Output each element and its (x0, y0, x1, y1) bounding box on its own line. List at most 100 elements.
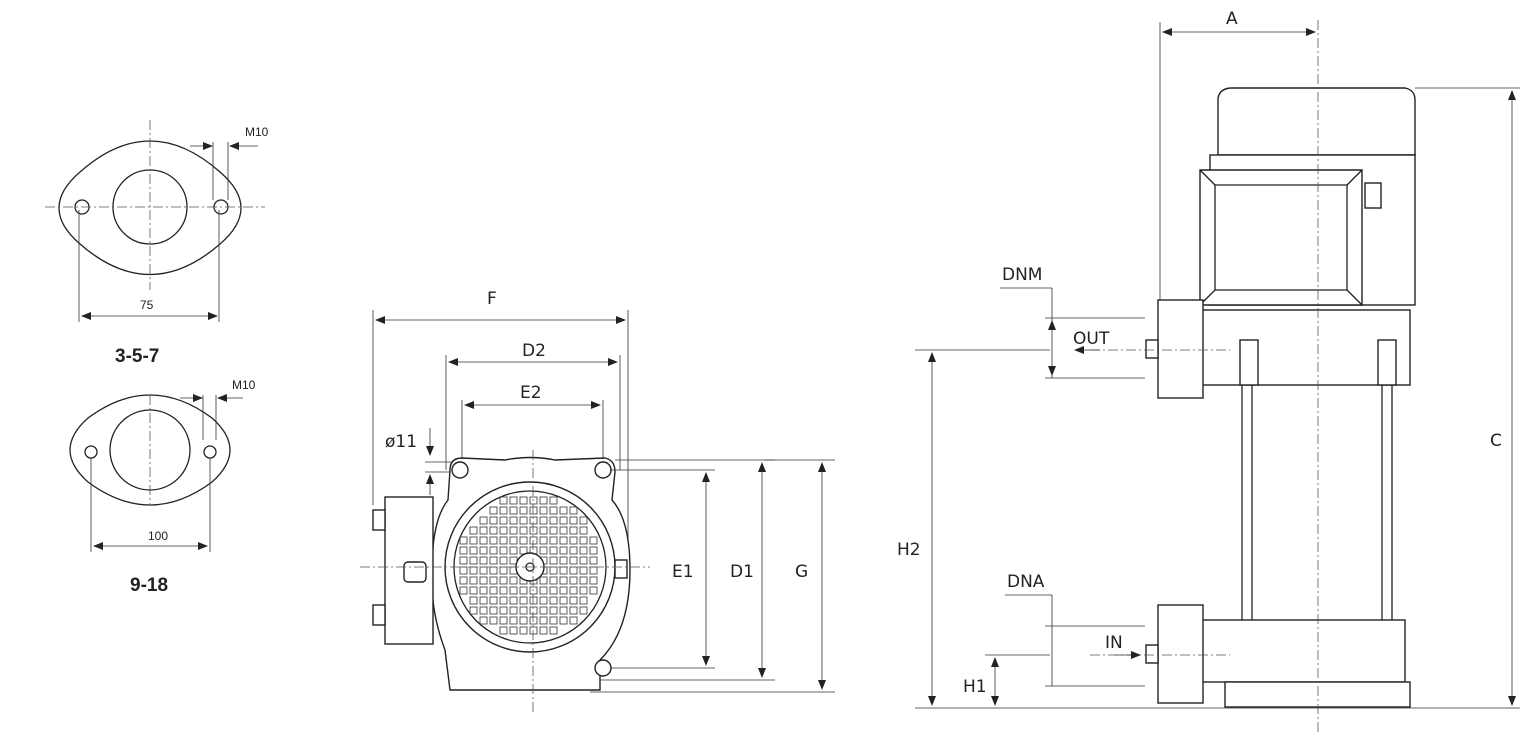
grille-cell (509, 576, 518, 585)
grille-cell (509, 506, 518, 515)
grille-cell (459, 546, 468, 555)
grille-cell (529, 496, 538, 505)
grille-cell (509, 496, 518, 505)
grille-cell (509, 526, 518, 535)
grille-cell (569, 576, 578, 585)
grille-cell (589, 566, 598, 575)
grille-cell (549, 496, 558, 505)
grille-cell (499, 496, 508, 505)
flange-small-models-label: 3-5-7 (115, 346, 159, 367)
grille-cell (549, 626, 558, 635)
grille-cell (539, 496, 548, 505)
grille-cell (549, 556, 558, 565)
grille-cell (479, 526, 488, 535)
grille-cell (569, 546, 578, 555)
grille-cell (579, 546, 588, 555)
outlet-label: OUT (1073, 329, 1110, 349)
grille-cell (519, 536, 528, 545)
grille-cell (549, 506, 558, 515)
grille-cell (559, 526, 568, 535)
grille-cell (589, 556, 598, 565)
grille-cell (489, 506, 498, 515)
grille-cell (459, 586, 468, 595)
dim-E1-label: E1 (672, 562, 694, 582)
grille-cell (539, 506, 548, 515)
grille-cell (579, 586, 588, 595)
flange-large-thread-label: M10 (232, 378, 256, 392)
grille-cell (549, 526, 558, 535)
grille-cell (519, 516, 528, 525)
grille-cell (539, 626, 548, 635)
grille-cell (479, 616, 488, 625)
grille-cell (489, 516, 498, 525)
grille-cell (509, 596, 518, 605)
flange-large-drawing: M10 100 9-18 (69, 378, 256, 596)
grille-cell (479, 516, 488, 525)
grille-cell (569, 616, 578, 625)
grille-cell (589, 536, 598, 545)
dim-H1-label: H1 (963, 677, 987, 697)
grille-cell (559, 516, 568, 525)
grille-cell (499, 596, 508, 605)
grille-cell (529, 606, 538, 615)
grille-cell (549, 576, 558, 585)
grille-cell (509, 546, 518, 555)
grille-cell (509, 536, 518, 545)
grille-cell (509, 626, 518, 635)
grille-cell (509, 516, 518, 525)
grille-cell (589, 546, 598, 555)
grille-cell (579, 596, 588, 605)
grille-cell (479, 536, 488, 545)
grille-cell (569, 596, 578, 605)
grille-cell (469, 536, 478, 545)
grille-cell (569, 606, 578, 615)
grille-cell (539, 606, 548, 615)
grille-cell (549, 606, 558, 615)
pump-side-view: A DNM OUT (897, 9, 1520, 735)
grille-cell (549, 616, 558, 625)
grille-cell (539, 516, 548, 525)
grille-cell (569, 516, 578, 525)
grille-cell (579, 576, 588, 585)
grille-cell (489, 616, 498, 625)
grille-cell (529, 626, 538, 635)
grille-cell (519, 506, 528, 515)
grille-cell (529, 616, 538, 625)
grille-cell (559, 506, 568, 515)
grille-cell (469, 596, 478, 605)
grille-cell (489, 596, 498, 605)
flange-large-models-label: 9-18 (130, 575, 168, 596)
flange-large-spacing-label: 100 (148, 529, 168, 543)
grille-cell (479, 556, 488, 565)
grille-cell (499, 556, 508, 565)
dim-DNM-label: DNM (1002, 265, 1042, 285)
dim-A-label: A (1226, 9, 1238, 29)
grille-cell (489, 576, 498, 585)
grille-cell (479, 546, 488, 555)
grille-cell (519, 496, 528, 505)
grille-cell (559, 586, 568, 595)
grille-cell (519, 526, 528, 535)
grille-cell (499, 506, 508, 515)
grille-cell (559, 576, 568, 585)
flange-small-drawing: M10 75 3-5-7 (45, 120, 269, 367)
dim-H2-label: H2 (897, 540, 921, 560)
grille-cell (489, 546, 498, 555)
grille-cell (519, 626, 528, 635)
flange-small-spacing-label: 75 (140, 298, 154, 312)
grille-cell (569, 566, 578, 575)
flange-small-thread-label: M10 (245, 125, 269, 139)
grille-cell (519, 616, 528, 625)
grille-cell (559, 536, 568, 545)
grille-cell (539, 546, 548, 555)
grille-cell (479, 566, 488, 575)
grille-cell (539, 526, 548, 535)
grille-cell (489, 586, 498, 595)
dim-C-label: C (1490, 431, 1502, 451)
grille-cell (589, 586, 598, 595)
grille-cell (499, 576, 508, 585)
grille-cell (579, 516, 588, 525)
grille-cell (469, 546, 478, 555)
grille-cell (499, 536, 508, 545)
